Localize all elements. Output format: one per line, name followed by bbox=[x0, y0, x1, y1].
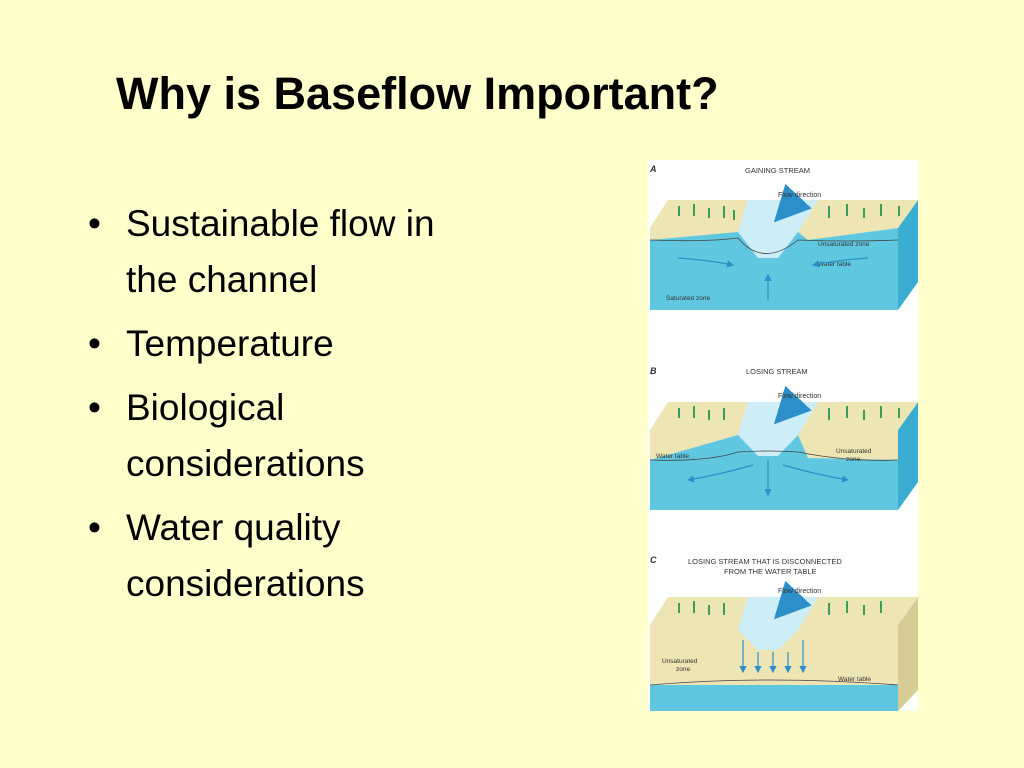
panel-c-unsaturated-label-1: Unsaturated bbox=[662, 658, 698, 665]
panel-a-block-side bbox=[898, 200, 918, 310]
panel-b-letter: B bbox=[650, 366, 657, 376]
bullet-marker: • bbox=[88, 507, 101, 548]
panel-c-seepage-arrows bbox=[739, 640, 807, 674]
bullet-temperature: • Temperature bbox=[88, 316, 538, 372]
bullet-list: • Sustainable flow in the channel • Temp… bbox=[88, 196, 538, 620]
panel-a-unsaturated-label: Unsaturated zone bbox=[818, 241, 870, 248]
panel-b-groundwater-arrows bbox=[686, 460, 850, 497]
panel-b-vegetation bbox=[678, 406, 900, 420]
panel-c-water-table-line bbox=[649, 679, 899, 686]
panel-a-water-table-label: Water table bbox=[818, 261, 851, 268]
panel-b-water-table-line bbox=[649, 450, 899, 461]
bullet-text-line1: Temperature bbox=[126, 323, 334, 364]
panel-b-unsaturated-label-2: zone bbox=[846, 456, 860, 463]
bullet-text-line1: Biological bbox=[126, 387, 285, 428]
bullet-text-line2: the channel bbox=[126, 259, 318, 300]
panel-c-water-table-label: Water table bbox=[838, 676, 871, 683]
panel-a-letter: A bbox=[649, 164, 657, 174]
panel-c-flow-arrow bbox=[773, 580, 812, 620]
panel-b-flow-arrow bbox=[773, 385, 812, 425]
stream-diagram-figure: A GAINING STREAM Flow direction Unsatura… bbox=[648, 160, 918, 711]
panel-b-unsaturated-label-1: Unsaturated bbox=[836, 448, 872, 455]
panel-b-water-table-label: Water table bbox=[656, 453, 689, 460]
panel-b-block-side bbox=[898, 402, 918, 510]
panel-c-left-bank bbox=[650, 597, 748, 635]
panel-c-unsaturated-label-2: zone bbox=[676, 666, 690, 673]
panel-a-flow-label: Flow direction bbox=[778, 192, 821, 199]
panel-c-saturated-layer bbox=[650, 685, 898, 711]
bullet-biological: • Biological considerations bbox=[88, 380, 538, 492]
panel-b-flow-label: Flow direction bbox=[778, 393, 821, 400]
bullet-marker: • bbox=[88, 203, 101, 244]
bullet-text-line2: considerations bbox=[126, 443, 365, 484]
panel-b-losing-stream: B LOSING STREAM Flow direction Water tab… bbox=[649, 366, 918, 510]
panel-a-groundwater-arrows bbox=[677, 257, 869, 300]
bullet-marker: • bbox=[88, 387, 101, 428]
panel-c-heading-line2: FROM THE WATER TABLE bbox=[724, 567, 817, 576]
panel-c-flow-label: Flow direction bbox=[778, 588, 821, 595]
panel-c-disconnected-stream: C LOSING STREAM THAT IS DISCONNECTED FRO… bbox=[649, 555, 918, 711]
panel-c-heading-line1: LOSING STREAM THAT IS DISCONNECTED bbox=[688, 557, 842, 566]
panel-c-block-side bbox=[898, 597, 918, 711]
panel-c-vegetation bbox=[678, 601, 882, 615]
panel-b-heading: LOSING STREAM bbox=[746, 367, 808, 376]
slide-title: Why is Baseflow Important? bbox=[116, 68, 719, 119]
panel-c-letter: C bbox=[650, 555, 657, 565]
bullet-text-line2: considerations bbox=[126, 563, 365, 604]
panel-a-heading: GAINING STREAM bbox=[745, 166, 810, 175]
bullet-text-line1: Sustainable flow in bbox=[126, 203, 435, 244]
panel-a-water-table-line bbox=[649, 237, 899, 254]
bullet-marker: • bbox=[88, 323, 101, 364]
bullet-text-line1: Water quality bbox=[126, 507, 341, 548]
panel-a-flow-arrow bbox=[773, 183, 812, 223]
bullet-sustainable-flow: • Sustainable flow in the channel bbox=[88, 196, 538, 308]
panel-a-gaining-stream: A GAINING STREAM Flow direction Unsatura… bbox=[649, 164, 918, 310]
panel-a-saturated-label: Saturated zone bbox=[666, 295, 710, 302]
panel-a-vegetation bbox=[678, 204, 900, 220]
bullet-water-quality: • Water quality considerations bbox=[88, 500, 538, 612]
panel-a-saturated-block bbox=[650, 228, 898, 310]
